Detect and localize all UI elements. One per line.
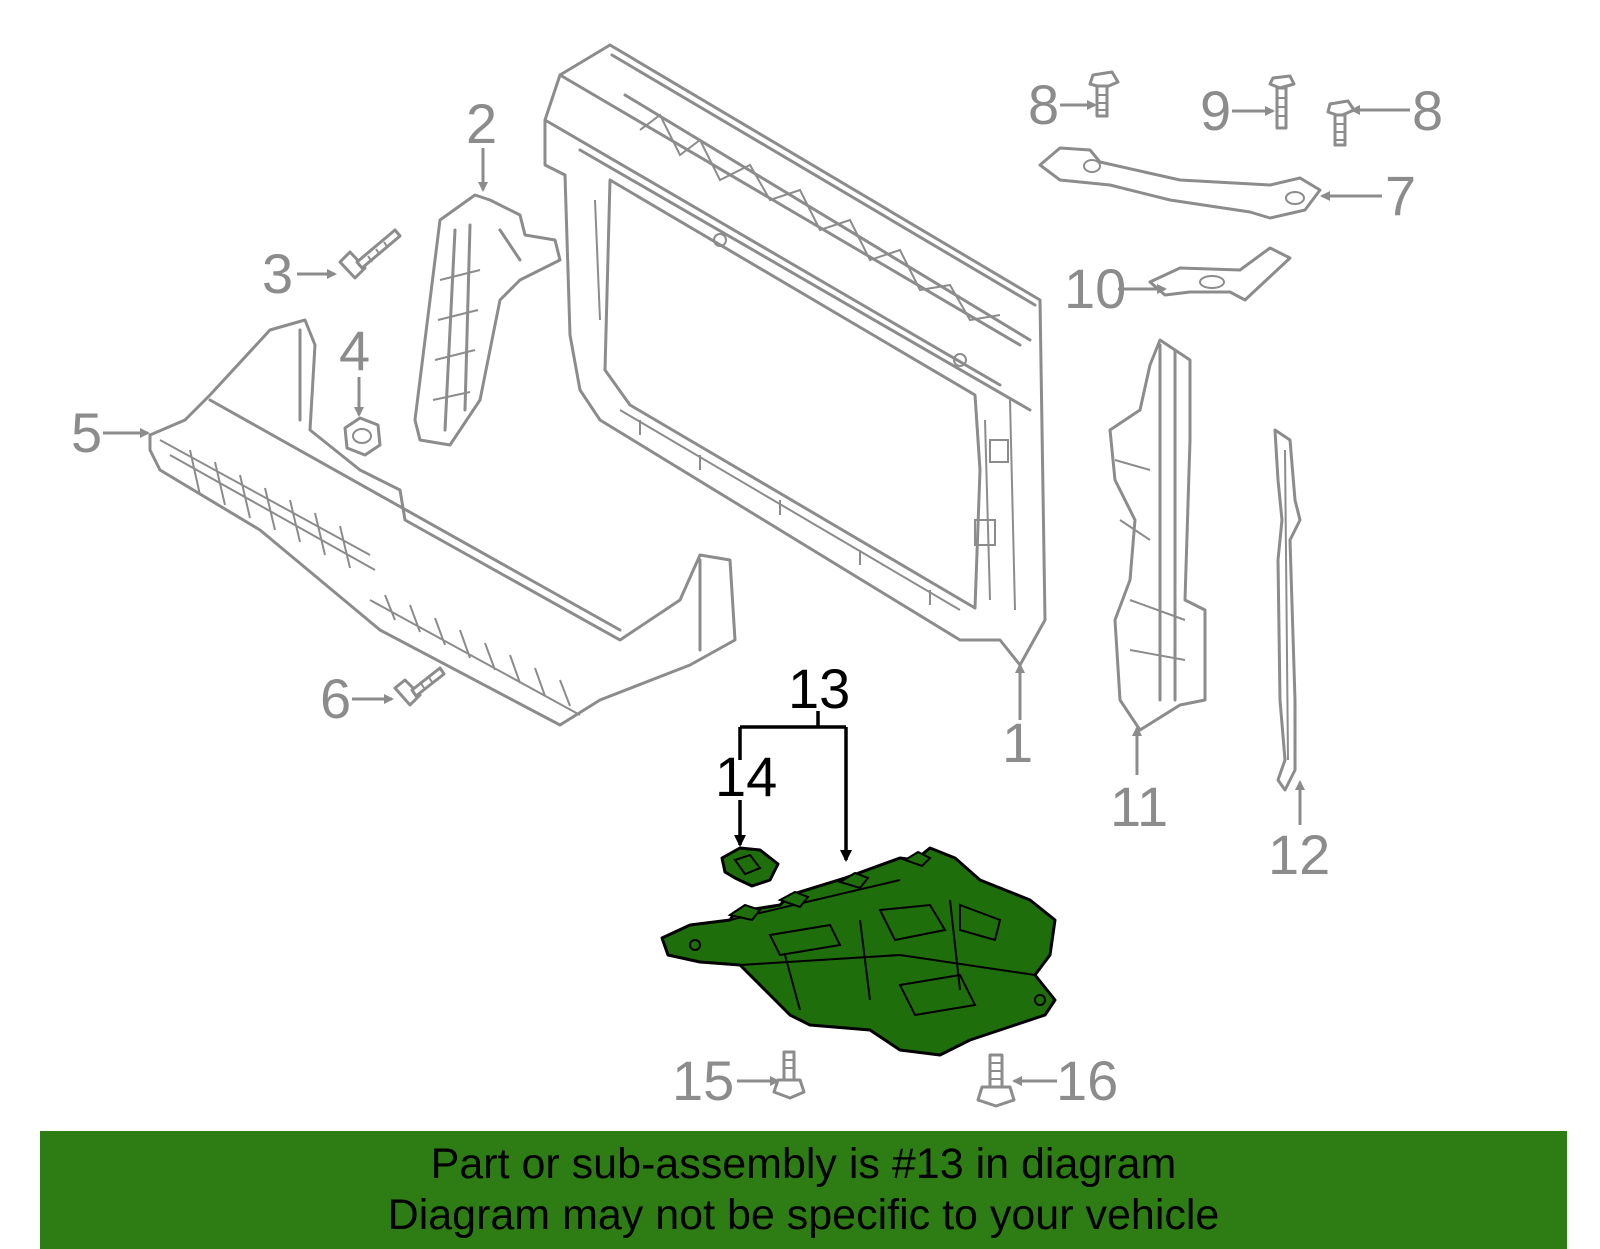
part-12-seal-strip bbox=[1273, 428, 1302, 792]
callout-6: 6 bbox=[320, 667, 351, 730]
footer-banner: Part or sub-assembly is #13 in diagram D… bbox=[40, 1131, 1567, 1249]
part-11-air-guide bbox=[1108, 338, 1207, 732]
callout-13: 13 bbox=[788, 657, 850, 720]
part-2-bracket bbox=[413, 193, 562, 447]
callout-3: 3 bbox=[262, 242, 293, 305]
callout-15: 15 bbox=[672, 1049, 734, 1112]
part-6-screw bbox=[393, 666, 446, 707]
callout-16: 16 bbox=[1056, 1049, 1118, 1112]
footer-line-2: Diagram may not be specific to your vehi… bbox=[387, 1191, 1220, 1239]
callout-arrows bbox=[103, 100, 1410, 1086]
callout-1: 1 bbox=[1002, 711, 1033, 774]
part-13-skid-plate bbox=[660, 846, 1057, 1057]
callout-8-right: 8 bbox=[1412, 79, 1443, 142]
part-15-bolt bbox=[772, 1050, 806, 1100]
callout-11: 11 bbox=[1110, 775, 1168, 838]
part-7-bracket bbox=[1038, 146, 1322, 220]
footer-line-1: Part or sub-assembly is #13 in diagram bbox=[430, 1140, 1177, 1188]
callout-8-left: 8 bbox=[1028, 73, 1059, 136]
callout-13-14-lines bbox=[734, 711, 852, 862]
part-5-crossmember bbox=[148, 318, 737, 727]
callout-2: 2 bbox=[466, 92, 497, 155]
callout-12: 12 bbox=[1268, 823, 1330, 886]
part-14-clip bbox=[720, 846, 780, 888]
part-9-bolt bbox=[1268, 74, 1296, 130]
part-1-radiator-support bbox=[543, 43, 1047, 667]
callout-7: 7 bbox=[1385, 164, 1416, 227]
callout-10: 10 bbox=[1064, 257, 1126, 320]
part-4-nut bbox=[343, 416, 382, 457]
callout-9: 9 bbox=[1200, 79, 1231, 142]
part-8-bolt-right bbox=[1326, 99, 1356, 147]
callout-4: 4 bbox=[339, 319, 370, 382]
part-3-bolt bbox=[338, 228, 402, 280]
callout-5: 5 bbox=[71, 401, 102, 464]
callout-14: 14 bbox=[715, 745, 777, 808]
part-16-bolt bbox=[976, 1053, 1016, 1108]
part-10-bracket bbox=[1148, 246, 1292, 302]
part-8-bolt-left bbox=[1088, 70, 1120, 118]
